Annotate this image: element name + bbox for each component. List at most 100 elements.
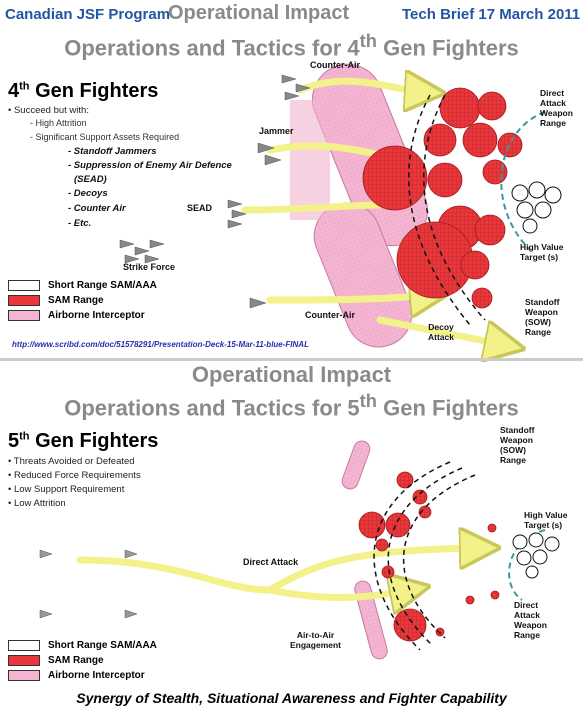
bottom-high-value-target — [512, 532, 560, 579]
sow-range-arc — [423, 94, 486, 321]
program-title: Canadian JSF Program — [5, 6, 171, 23]
bottom-legend: Short Range SAM/AAA SAM Range Airborne I… — [8, 640, 157, 681]
top-attack-arrows — [241, 81, 505, 345]
tech-brief-date: Tech Brief 17 March 2011 — [402, 6, 581, 23]
label-high-value-target: High Value Target (s) — [520, 242, 564, 262]
sam-range — [381, 565, 395, 579]
asset-item: - Counter Air — [68, 203, 126, 214]
legend-swatch — [8, 310, 40, 321]
label-sead: SEAD — [187, 203, 213, 213]
bottom-sam-ranges — [358, 471, 500, 642]
legend-swatch — [8, 295, 40, 306]
bottom-bullet: • Reduced Force Requirements — [8, 470, 141, 481]
legend-item: Short Range SAM/AAA — [8, 280, 157, 291]
asset-item: - Suppression of Enemy Air Defence — [68, 160, 232, 171]
label-air-to-air: Air-to-Air Engagement — [290, 630, 342, 650]
arrow-decoy — [376, 316, 505, 345]
sam-range — [375, 538, 389, 552]
label-standoff-range-bottom: Standoff Weapon (SOW) Range — [500, 425, 535, 465]
legend-swatch — [8, 670, 40, 681]
sam-range — [418, 505, 432, 519]
sam-range — [385, 512, 411, 538]
legend-swatch — [8, 640, 40, 651]
label-decoy-attack: Decoy Attack — [428, 322, 454, 342]
arrow-counter-air-low — [266, 295, 430, 300]
legend-item: Airborne Interceptor — [8, 670, 157, 681]
top-heading: 4th Gen Fighters — [8, 80, 159, 102]
bottom-header-operational-impact: Operational Impact — [191, 362, 392, 387]
label-direct-attack: Direct Attack — [243, 557, 299, 567]
asset-item: - Standoff Jammers — [68, 146, 157, 157]
top-bullet: • Succeed but with: — [8, 105, 89, 116]
top-panel-title: Operations and Tactics for 4th Gen Fight… — [64, 30, 519, 61]
panel-divider — [0, 358, 583, 361]
label-high-value-target-bottom: High Value Target (s) — [524, 510, 568, 530]
label-direct-attack-range: Direct Attack Weapon Range — [540, 88, 573, 128]
header-operational-impact: Operational Impact — [168, 2, 350, 24]
sam-range — [435, 627, 445, 637]
top-sub-item: - Significant Support Assets Required — [30, 132, 180, 142]
bottom-attack-arrows — [76, 548, 480, 598]
sam-range — [471, 287, 493, 309]
sam-range — [462, 122, 498, 158]
legend-item: SAM Range — [8, 295, 157, 306]
bottom-bullet: • Low Attrition — [8, 498, 66, 509]
top-high-value-target — [511, 181, 562, 234]
legend-item: Airborne Interceptor — [8, 310, 157, 321]
sam-range — [482, 159, 508, 185]
top-sub-item: - High Attrition — [30, 118, 87, 128]
top-aircraft — [119, 74, 311, 309]
sam-range — [423, 123, 457, 157]
label-counter-air-bottom: Counter-Air — [305, 310, 355, 320]
sam-range — [474, 214, 506, 246]
bottom-bullet: • Low Support Requirement — [8, 484, 125, 495]
bottom-bullet: • Threats Avoided or Defeated — [8, 456, 135, 467]
sam-range — [465, 595, 475, 605]
sam-range — [412, 489, 428, 505]
bottom-heading: 5th Gen Fighters — [8, 430, 159, 452]
arrow-counter-air — [296, 81, 425, 92]
arrow-formation — [76, 556, 274, 594]
arrow-direct-attack — [266, 548, 480, 594]
sam-range — [358, 511, 386, 539]
asset-item: - Decoys — [68, 188, 108, 199]
arrow-air-to-air — [266, 590, 410, 598]
label-strike-force: Strike Force — [123, 262, 176, 272]
footer-tagline: Synergy of Stealth, Situational Awarenes… — [76, 690, 507, 706]
sam-range — [393, 608, 427, 642]
legend-swatch — [8, 655, 40, 666]
label-counter-air-top: Counter-Air — [310, 60, 360, 70]
top-range-arcs — [408, 94, 546, 326]
sam-range — [439, 87, 481, 129]
bottom-interceptor-zones — [341, 440, 388, 660]
sow-range-arc — [402, 474, 476, 639]
interceptor-zone — [354, 580, 388, 660]
top-sam-ranges — [362, 87, 523, 309]
sam-range — [427, 162, 463, 198]
interceptor-zone — [341, 440, 371, 490]
sam-range — [497, 132, 523, 158]
legend-item: Short Range SAM/AAA — [8, 640, 157, 651]
sam-range — [490, 590, 500, 600]
legend-item: SAM Range — [8, 655, 157, 666]
asset-item: (SEAD) — [74, 174, 107, 185]
legend-swatch — [8, 280, 40, 291]
source-url-link[interactable]: http://www.scribd.com/doc/51578291/Prese… — [12, 340, 309, 349]
sam-range — [396, 471, 414, 489]
bottom-panel-title: Operations and Tactics for 5th Gen Fight… — [64, 390, 519, 421]
top-legend: Short Range SAM/AAA SAM Range Airborne I… — [8, 280, 157, 321]
arrow-sead — [241, 201, 384, 214]
direct-attack-range-arc — [500, 111, 546, 251]
sam-range — [460, 250, 490, 280]
sam-range — [487, 523, 497, 533]
sam-range — [477, 91, 507, 121]
label-direct-attack-range-bottom: Direct Attack Weapon Range — [514, 600, 547, 640]
sow-range-arc — [373, 461, 451, 651]
interceptor-zone — [290, 100, 330, 220]
sow-range-arc — [387, 467, 463, 646]
label-jammer: Jammer — [259, 126, 294, 136]
label-standoff-range: Standoff Weapon (SOW) Range — [525, 297, 560, 337]
asset-item: - Etc. — [68, 218, 92, 229]
sow-range-arc — [408, 94, 471, 326]
